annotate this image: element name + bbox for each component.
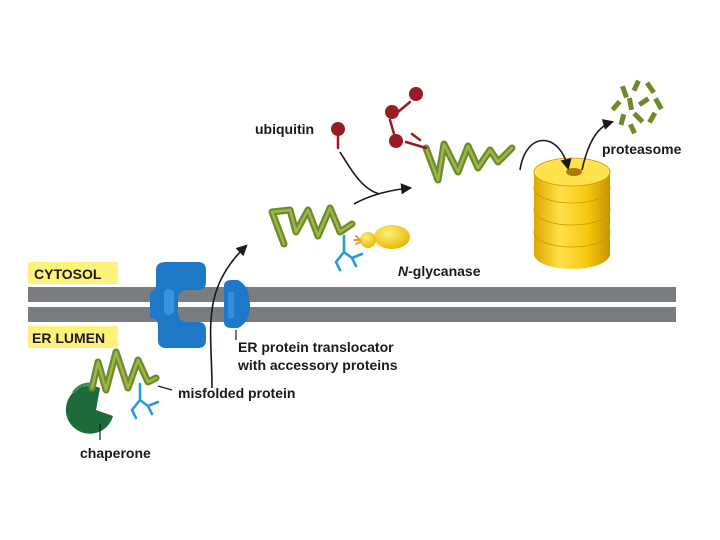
ubiquitin-label: ubiquitin — [255, 121, 314, 137]
translocator-label-line1: ER protein translocator — [238, 339, 394, 355]
er-membrane-upper — [28, 287, 676, 302]
n-glycanase-enzyme — [353, 225, 410, 249]
glycan-lumen — [130, 382, 160, 420]
chaperone-label: chaperone — [80, 445, 151, 461]
arrow-from-proteasome — [581, 119, 615, 171]
chaperone — [65, 382, 113, 434]
free-ubiquitin — [331, 122, 345, 150]
misfolded-protein-label: misfolded protein — [178, 385, 295, 401]
proteasome — [533, 157, 611, 269]
leader-misfolded — [157, 385, 173, 391]
arrow-lumen-to-cytosol — [209, 244, 248, 389]
ubiquitinated-protein — [422, 140, 516, 184]
arrow-to-proteasome — [519, 139, 572, 171]
arrow-to-ubiquitination — [353, 183, 413, 205]
polyubiquitin-chain — [385, 87, 428, 150]
translocator-label-line2: with accessory proteins — [237, 357, 398, 373]
proteasome-label: proteasome — [602, 141, 682, 157]
peptide-fragments — [610, 79, 664, 135]
arrow-ubiquitin-join — [339, 151, 381, 195]
er-lumen-tag: ER LUMEN — [28, 326, 118, 348]
er-membrane-lower — [28, 307, 676, 322]
glycan-cytosol — [334, 234, 364, 272]
cytosol-tag: CYTOSOL — [28, 262, 118, 284]
misfolded-protein-lumen — [88, 348, 160, 394]
retrotranslocated-protein — [268, 204, 356, 248]
n-glycanase-prefix: N — [398, 263, 409, 279]
er-lumen-label: ER LUMEN — [32, 330, 105, 346]
cytosol-label: CYTOSOL — [34, 266, 102, 282]
n-glycanase-label: N-glycanase — [398, 263, 481, 279]
n-glycanase-rest: -glycanase — [408, 263, 481, 279]
er-translocator — [150, 262, 250, 348]
